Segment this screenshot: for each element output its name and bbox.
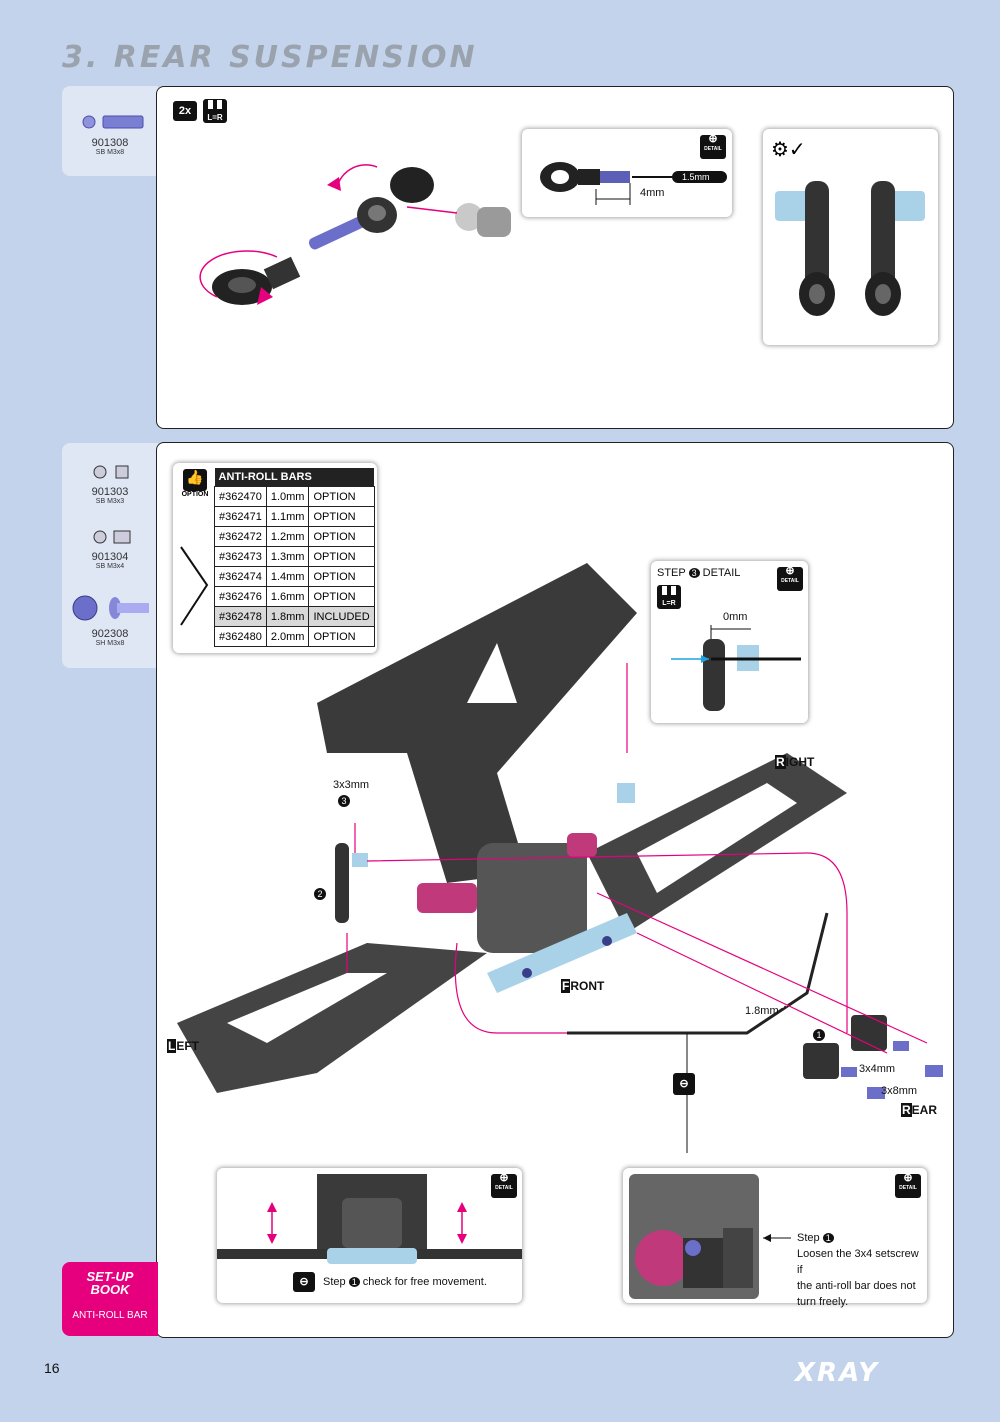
step3-detail-inset: STEP 3 DETAIL ⊕DETAIL L=R 0mm — [651, 561, 808, 723]
setscrew-closeup-illustration — [629, 1174, 791, 1299]
ball-joint-exploded-illustration — [199, 164, 511, 305]
direction-rear: REAR — [901, 1103, 938, 1117]
gears-check-icon: ⚙✓ — [771, 139, 806, 161]
direction-left: LEFT — [167, 1039, 200, 1053]
step3-detail-title: STEP 3 DETAIL — [657, 567, 741, 579]
dimension-label: 4mm — [640, 187, 665, 199]
screw-icon — [82, 115, 144, 129]
parts-sidebar-step1: 901308 SB M3x8 — [62, 86, 158, 176]
direction-front: FRONT — [561, 979, 605, 993]
part-902308: 902308 SH M3x8 — [62, 593, 158, 647]
setup-topic: ANTI-ROLL BAR — [72, 1310, 148, 1321]
rod-end-detail-illustration — [540, 162, 727, 205]
step2-marker: 2 — [314, 888, 326, 900]
bar-size-label: 1.8mm — [745, 1005, 779, 1017]
part-desc: SB M3x4 — [95, 563, 125, 570]
part-code: 901308 — [91, 137, 129, 149]
loosen-setscrew-instruction: Step 1 Loosen the 3x4 setscrew if the an… — [797, 1232, 919, 1308]
magnifier-icon: ⊕ — [499, 1172, 509, 1184]
detail-badge: ⊕DETAIL — [895, 1172, 921, 1198]
setscrew-icon — [93, 530, 131, 544]
detail-badge: ⊕DETAIL — [777, 565, 803, 591]
part-desc: SB M3x3 — [95, 498, 125, 505]
lr-badge: L=R — [657, 585, 681, 609]
magnifier-icon: ⊕ — [903, 1172, 913, 1184]
setscrew-icon — [93, 465, 129, 479]
direction-right: RIGHT — [775, 755, 815, 769]
screw-3x4-label: 3x4mm — [859, 1063, 896, 1075]
parts-sidebar-step2: 901303 SB M3x3 901304 SB M3x4 902308 SH … — [62, 443, 158, 668]
part-901303: 901303 SB M3x3 — [62, 463, 158, 505]
screw-3x8-label: 3x8mm — [881, 1085, 918, 1097]
thumbs-up-icon: 👍 — [183, 469, 207, 491]
page-number: 16 — [44, 1360, 60, 1376]
tool-size-label: 1.5mm — [682, 172, 710, 182]
free-movement-check-inset: ⊕DETAIL ⊖ Step 1 check for free movement… — [217, 1168, 522, 1303]
step1-panel: 2x L=R 1.5mm 4mm — [156, 86, 954, 429]
ball-joint-alignment-illustration — [671, 625, 801, 711]
step1-marker: 1 — [813, 1029, 825, 1041]
rear-suspension-assembly-illustration — [177, 563, 943, 1153]
left-right-icon — [662, 586, 676, 595]
hex-wrench-icon: ⊖ — [293, 1272, 315, 1292]
anti-roll-bar-top-view-illustration — [217, 1174, 522, 1264]
detail-badge: ⊕DETAIL — [491, 1172, 517, 1198]
part-code: 901303 — [91, 486, 129, 498]
free-movement-instruction: Step 1 check for free movement. — [323, 1276, 487, 1288]
part-desc: SB M3x8 — [95, 149, 125, 156]
magnifier-icon: ⊕ — [785, 565, 795, 577]
part-desc: SH M3x8 — [95, 640, 125, 647]
magnifier-icon: ⊕ — [708, 133, 718, 145]
part-code: 902308 — [91, 628, 129, 640]
button-head-screw-icon — [72, 595, 149, 621]
part-code: 901304 — [91, 551, 129, 563]
xray-logo: XRAY — [795, 1358, 880, 1388]
hex-wrench-icon: ⊖ — [673, 1073, 695, 1095]
part-901308: 901308 SB M3x8 — [62, 112, 158, 156]
option-badge: 👍 OPTION — [181, 469, 209, 498]
anti-roll-bar-shape-icon — [180, 546, 209, 626]
table-title: ANTI-ROLL BARS — [214, 468, 375, 487]
part-901304: 901304 SB M3x4 — [62, 528, 158, 570]
left-right-icon — [208, 100, 222, 109]
step3-marker: 3 — [338, 795, 350, 807]
setscrew-3x3-label: 3x3mm — [333, 779, 370, 791]
assembled-ball-joints-inset: ⚙✓ — [763, 129, 938, 345]
loosen-setscrew-inset: ⊕DETAIL Step 1 Loosen the 3x4 setscrew i… — [623, 1168, 927, 1308]
detail-inset-rod-end: 1.5mm 4mm ⊕DETAIL — [522, 129, 732, 217]
quantity-badge: 2x — [173, 101, 197, 121]
dimension-label: 0mm — [723, 611, 748, 623]
assembled-ball-joints-illustration — [775, 181, 925, 316]
page-title: 3. REAR SUSPENSION — [62, 40, 478, 75]
detail-badge: ⊕DETAIL — [700, 133, 726, 159]
lr-badge: L=R — [203, 99, 227, 123]
